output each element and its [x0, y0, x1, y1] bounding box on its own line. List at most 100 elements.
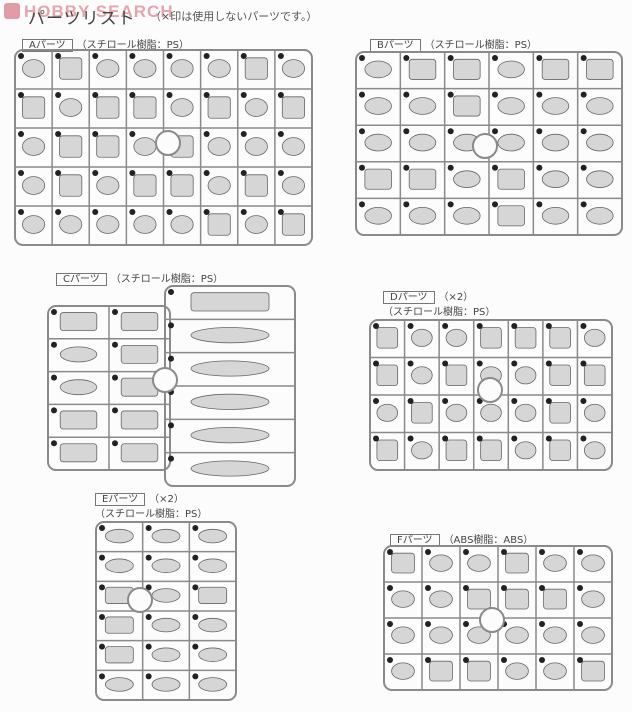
part — [543, 626, 567, 644]
part — [120, 410, 159, 430]
runner-b-center-ring — [472, 133, 498, 159]
part-number-marker — [511, 398, 518, 404]
part — [541, 58, 570, 80]
part — [376, 403, 399, 422]
part — [505, 588, 529, 610]
runner-f-label: Fパーツ（ABS樹脂：ABS） — [390, 531, 533, 547]
part — [408, 58, 437, 80]
part — [453, 206, 481, 225]
part — [281, 59, 305, 78]
part — [429, 660, 453, 682]
part-number-marker — [577, 621, 583, 627]
part — [543, 554, 567, 572]
part — [497, 205, 525, 227]
part — [244, 174, 268, 197]
runner-d-center-ring — [477, 377, 503, 403]
part — [586, 206, 614, 225]
part-number-marker — [51, 309, 57, 315]
part-number-marker — [492, 91, 498, 98]
part — [411, 402, 433, 424]
part-number-marker — [407, 398, 414, 404]
part-number-marker — [580, 435, 587, 442]
part — [408, 133, 437, 152]
part-number-marker — [192, 554, 199, 561]
part-number-marker — [112, 341, 118, 348]
part-number-marker — [403, 201, 410, 208]
part-number-marker — [145, 643, 152, 650]
part — [96, 176, 120, 195]
part — [514, 403, 537, 422]
part-number-marker — [99, 525, 105, 531]
part-number-marker — [373, 398, 379, 404]
part — [497, 133, 525, 152]
part-number-marker — [536, 164, 543, 171]
part — [190, 427, 270, 444]
part-number-marker — [539, 549, 545, 555]
part-number-marker — [447, 128, 454, 135]
part-number-marker — [18, 53, 24, 59]
part-number-marker — [580, 323, 587, 329]
part-number-marker — [580, 128, 587, 135]
part-number-marker — [277, 53, 284, 59]
part-number-marker — [192, 673, 199, 680]
part-number-marker — [492, 164, 498, 171]
part — [244, 215, 268, 234]
part-number-marker — [129, 170, 136, 176]
part — [583, 403, 606, 422]
part — [583, 441, 606, 460]
part — [467, 588, 491, 610]
part — [207, 176, 231, 195]
part-number-marker — [373, 323, 379, 329]
part — [581, 590, 605, 608]
part — [104, 528, 134, 544]
part-number-marker — [580, 55, 587, 61]
part-number-marker — [536, 128, 543, 135]
runner-a-label: Aパーツ（スチロール樹脂：PS） — [22, 36, 189, 52]
part — [543, 662, 567, 680]
part-number-marker — [511, 435, 518, 442]
part — [59, 57, 83, 80]
part-number-marker — [92, 131, 99, 137]
part — [581, 626, 605, 644]
runner-e-label: Eパーツ（×2）（スチロール樹脂：PS） — [95, 493, 208, 520]
part — [364, 206, 392, 225]
runner-b-label: Bパーツ（スチロール樹脂：PS） — [370, 36, 537, 52]
runner-a-center-ring — [155, 130, 181, 156]
part — [59, 174, 83, 197]
part — [190, 360, 270, 377]
part-number-marker — [387, 621, 393, 627]
part-number-marker — [577, 549, 583, 555]
part — [151, 528, 181, 544]
part — [586, 133, 614, 152]
part-number-marker — [168, 422, 174, 429]
part-number-marker — [447, 164, 454, 171]
runner-c2-center-ring — [152, 367, 178, 393]
part — [583, 328, 606, 347]
part-number-marker — [203, 131, 210, 137]
watermark: HOBBY SEARCH — [4, 2, 174, 22]
part-number-marker — [145, 614, 152, 620]
part-number-marker — [129, 131, 136, 137]
part-number-marker — [447, 91, 454, 98]
part-number-marker — [403, 55, 410, 61]
part — [96, 59, 120, 78]
part — [480, 403, 502, 422]
part — [453, 58, 481, 80]
part — [391, 662, 415, 680]
part — [207, 213, 231, 236]
part-number-marker — [539, 657, 545, 663]
part — [411, 328, 433, 347]
part-number-marker — [580, 360, 587, 367]
part — [133, 215, 157, 234]
part-number-marker — [511, 323, 518, 329]
part — [198, 558, 228, 573]
part — [586, 97, 614, 115]
part-number-marker — [277, 92, 284, 98]
part-number-marker — [501, 549, 507, 555]
part — [104, 646, 134, 664]
part-number-marker — [129, 92, 136, 98]
part-number-marker — [463, 657, 469, 663]
part — [514, 327, 537, 349]
